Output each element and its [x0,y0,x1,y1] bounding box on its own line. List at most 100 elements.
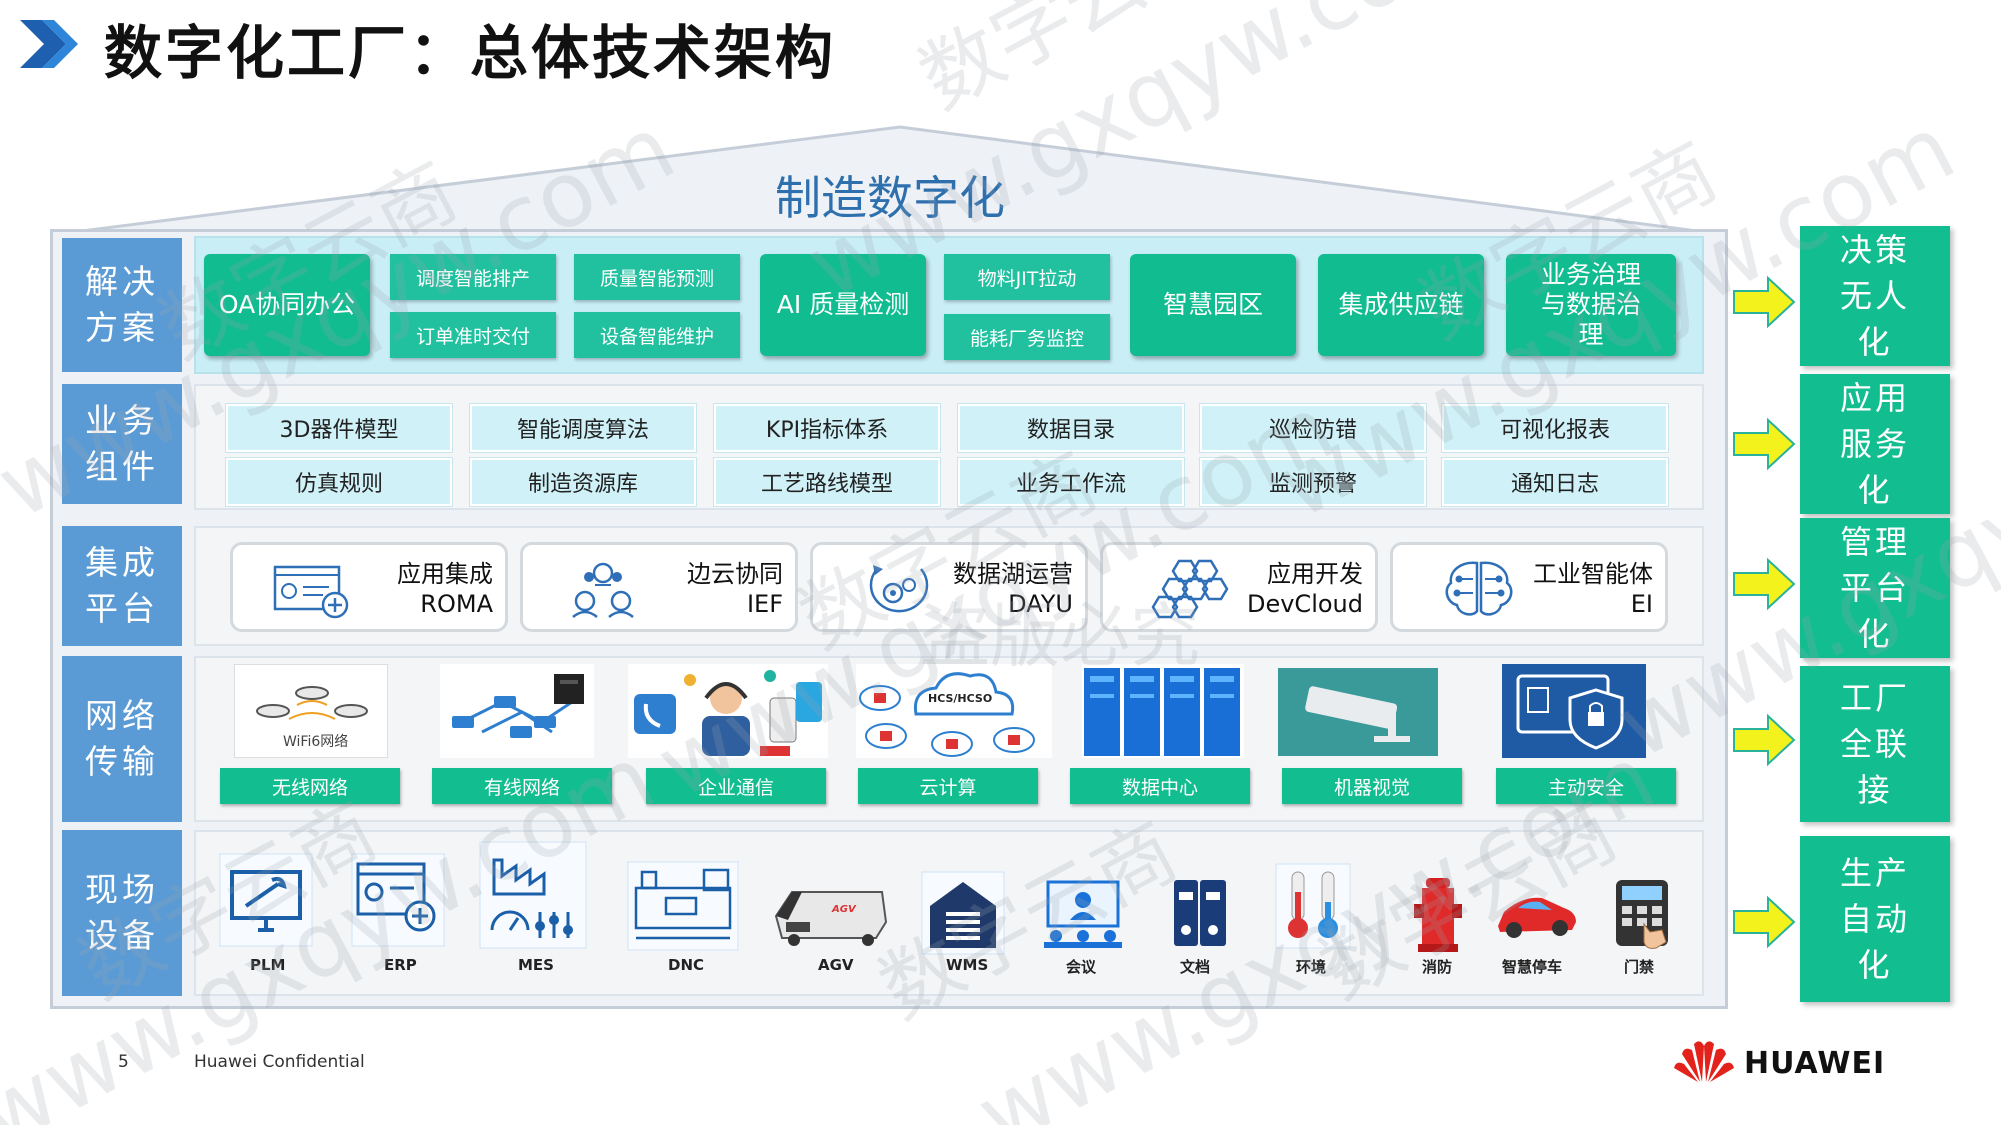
solution-ai-quality: AI 质量检测 [760,254,926,356]
dnc-icon [627,861,739,951]
cloud-icon [859,672,1035,757]
network-label: 数据中心 [1070,768,1250,804]
solution-scheduling: 调度智能排产 [390,254,556,300]
network-label: 机器视觉 [1282,768,1462,804]
wired-network-icon [452,674,584,738]
active-security-image [1502,664,1646,758]
solution-jit: 物料JIT拉动 [944,254,1110,300]
arrow-right-icon [1733,276,1796,328]
device-label: DNC [668,956,705,974]
component-item: 监测预警 [1199,457,1427,507]
solution-governance: 业务治理与数据治理 [1506,254,1676,356]
device-label: MES [518,956,554,974]
device-label: PLM [250,956,286,974]
mes-icon [479,841,587,949]
plm-icon [219,853,313,947]
device-label: 门禁 [1624,958,1655,976]
environment-icon [1275,863,1351,949]
wifi-network-image: WiFi6网络 [234,664,388,758]
outcome-box: 决策无人化 [1800,226,1950,366]
cloud-image-text: HCS/HCSO [928,692,993,705]
page-title: 数字化工厂：总体技术架构 [104,19,837,87]
component-item: KPI指标体系 [713,403,941,453]
arrow-right-icon [1733,714,1796,766]
confidential-note: Huawei Confidential [194,1052,365,1072]
wifi-image-text: WiFi6网络 [283,734,349,750]
device-label: 消防 [1422,958,1453,976]
watermark-text: 数字云商 [905,0,1231,127]
data-lake-icon [869,565,929,613]
app-integration-icon [273,565,349,619]
document-icon [1174,880,1226,946]
solution-energy: 能耗厂务监控 [944,314,1110,360]
network-label: 云计算 [858,768,1038,804]
server-rack-icon [1084,668,1240,756]
meeting-icon [1044,880,1122,948]
access-control-icon [1616,880,1668,949]
network-label: 主动安全 [1496,768,1676,804]
camera-icon [1305,686,1410,742]
device-label: AGV [818,956,854,974]
agv-label-text: AGV [832,904,856,915]
huawei-logo-icon [1674,1041,1734,1082]
device-label: 环境 [1296,958,1327,976]
network-label: 有线网络 [432,768,612,804]
device-label: ERP [384,956,417,974]
outcome-box: 管理平台化 [1800,518,1950,658]
network-label: 企业通信 [646,768,826,804]
page-number: 5 [118,1052,129,1072]
outcome-box: 应用服务化 [1800,374,1950,514]
security-shield-icon [1516,674,1624,750]
component-item: 可视化报表 [1441,403,1669,453]
device-label: 文档 [1180,958,1211,976]
erp-icon [351,853,445,947]
wms-icon [921,871,1005,955]
agv-icon [774,891,888,946]
solution-oa: OA协同办公 [204,254,370,356]
solution-order-delivery: 订单准时交付 [390,312,556,358]
machine-vision-image [1278,668,1438,756]
enterprise-comm-icon [634,670,822,756]
outcome-box: 工厂全联接 [1800,666,1950,822]
component-item: 制造资源库 [469,457,697,507]
device-label: WMS [946,956,989,974]
component-item: 仿真规则 [225,457,453,507]
component-item: 3D器件模型 [225,403,453,453]
hexagon-cluster-icon [1151,559,1229,619]
roof-title: 制造数字化 [775,171,1005,225]
title-arrow-icon [20,20,78,68]
outcome-box: 生产自动化 [1800,836,1950,1002]
wireless-ap-icon [256,686,368,720]
layer-label-devices: 现场设备 [62,830,182,996]
wired-network-image [440,664,594,758]
component-item: 工艺路线模型 [713,457,941,507]
datacenter-image [1082,664,1244,758]
fire-hydrant-icon [1414,878,1462,952]
layer-label-components: 业务组件 [62,384,182,504]
network-label: 无线网络 [220,768,400,804]
solution-supply-chain: 集成供应链 [1318,254,1484,356]
component-item: 业务工作流 [957,457,1185,507]
solution-maintenance: 设备智能维护 [574,312,740,358]
arrow-right-icon [1733,418,1796,470]
smart-parking-icon [1498,897,1576,938]
component-item: 数据目录 [957,403,1185,453]
component-item: 通知日志 [1441,457,1669,507]
device-label: 智慧停车 [1502,958,1563,976]
layer-label-solutions: 解决方案 [62,238,182,372]
edge-cloud-icon [572,562,634,618]
arrow-right-icon [1733,896,1796,948]
component-item: 智能调度算法 [469,403,697,453]
arrow-right-icon [1733,558,1796,610]
cloud-computing-image: HCS/HCSO [856,664,1052,758]
enterprise-comm-image [628,664,828,758]
brand-name: HUAWEI [1744,1046,1886,1081]
layer-label-network: 网络传输 [62,656,182,822]
